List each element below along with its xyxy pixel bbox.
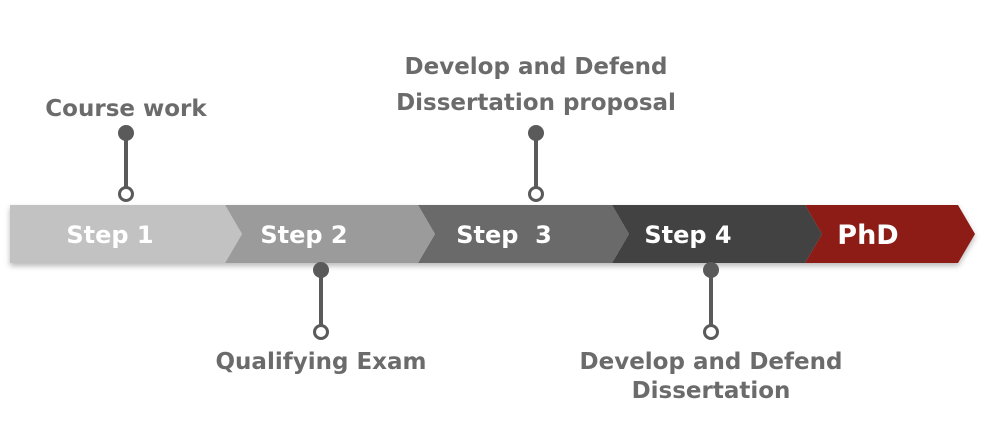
pin-qualifying-exam (313, 262, 329, 340)
milestone-label-proposal-line-2: Dissertation proposal (396, 90, 676, 116)
step-label-3: Step 3 (456, 221, 552, 249)
goal-arrow-phd (805, 205, 975, 263)
step-arrow-1 (10, 205, 242, 263)
pin-ring-icon (313, 324, 329, 340)
pin-head-icon (528, 125, 544, 141)
step-arrow-3 (418, 205, 629, 263)
pin-course-work (118, 125, 134, 202)
step-label-4: Step 4 (644, 221, 731, 249)
step-arrow-2 (225, 205, 435, 263)
milestone-label-qualifying-exam: Qualifying Exam (216, 349, 427, 375)
step-label-1: Step 1 (66, 221, 153, 249)
milestone-label-dissertation-line-2: Dissertation (632, 378, 791, 404)
timeline-arrows (10, 205, 975, 263)
pin-ring-icon (528, 186, 544, 202)
pin-proposal (528, 125, 544, 202)
pin-ring-icon (703, 324, 719, 340)
pin-head-icon (313, 262, 329, 278)
goal-label-phd: PhD (837, 220, 898, 251)
milestone-label-proposal-line-1: Develop and Defend (405, 54, 668, 80)
pin-head-icon (703, 262, 719, 278)
pin-dissertation (703, 262, 719, 340)
step-arrow-4 (612, 205, 822, 263)
step-label-2: Step 2 (260, 221, 347, 249)
pin-head-icon (118, 125, 134, 141)
milestone-label-course-work: Course work (45, 96, 207, 122)
pin-ring-icon (118, 186, 134, 202)
milestone-label-dissertation-line-1: Develop and Defend (580, 349, 843, 375)
